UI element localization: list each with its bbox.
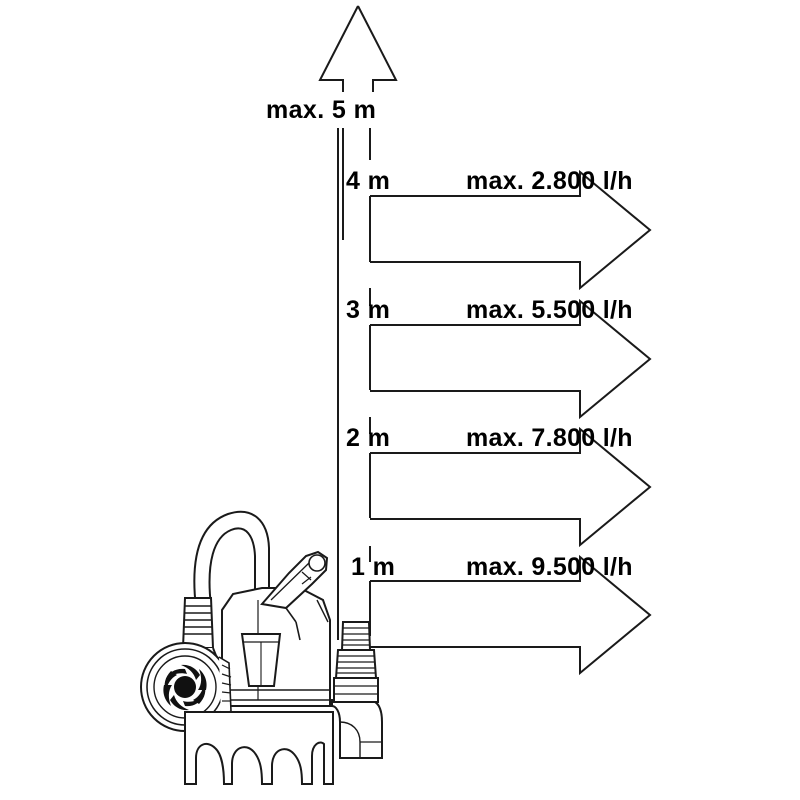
flow-arrow-1m bbox=[370, 554, 652, 676]
height-label-3m: 3 m bbox=[346, 296, 391, 324]
flow-label-2m: max. 7.800 l/h bbox=[466, 424, 633, 452]
flow-arrow-3m bbox=[370, 298, 652, 420]
float-switch bbox=[260, 550, 329, 641]
flow-arrow-2m bbox=[370, 426, 652, 548]
power-cable bbox=[193, 510, 270, 609]
max-head-label: max. 5 m bbox=[266, 96, 377, 124]
flow-label-4m: max. 2.800 l/h bbox=[466, 167, 633, 195]
vertical-head-arrow bbox=[318, 5, 398, 640]
height-label-2m: 2 m bbox=[346, 424, 391, 452]
submersible-pump bbox=[140, 510, 383, 785]
height-label-1m: 1 m bbox=[351, 553, 396, 581]
flow-label-1m: max. 9.500 l/h bbox=[466, 553, 633, 581]
height-label-4m: 4 m bbox=[346, 167, 391, 195]
threaded-outlet bbox=[333, 621, 379, 703]
filter-cup bbox=[240, 633, 282, 687]
pump-base-feet bbox=[184, 711, 334, 785]
flow-arrow-4m bbox=[370, 169, 652, 291]
outlet-elbow bbox=[331, 699, 383, 759]
impeller-wheel bbox=[163, 664, 207, 711]
flow-label-3m: max. 5.500 l/h bbox=[466, 296, 633, 324]
